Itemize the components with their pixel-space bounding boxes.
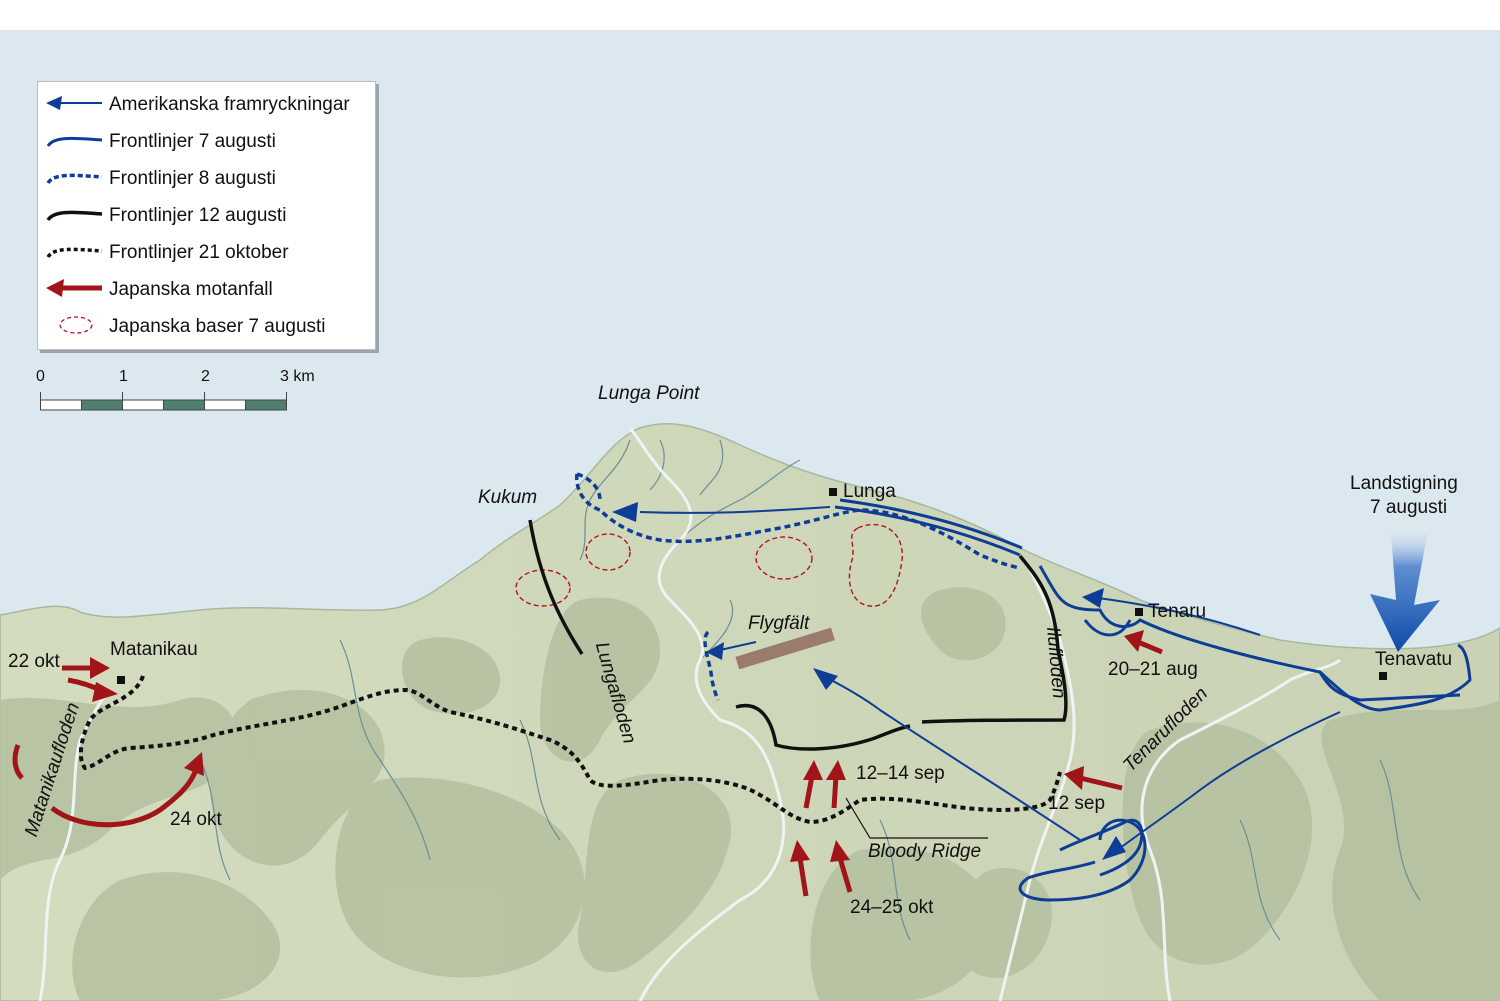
event-label-24-25-okt: 24–25 okt <box>850 897 934 918</box>
legend-item-frontline-7-aug: Frontlinjer 7 augusti <box>38 122 375 159</box>
event-label-12-14-sep: 12–14 sep <box>856 763 945 784</box>
american-advance-arrowhead <box>706 642 724 660</box>
place-label-matanikau: Matanikau <box>110 639 198 660</box>
hill-shading <box>0 587 1500 1001</box>
legend-red-arrow-icon <box>46 279 102 297</box>
base-marker <box>585 533 631 571</box>
japanese-attack-arrowhead <box>90 657 110 679</box>
japanese-attack-arrowhead <box>803 760 823 780</box>
japanese-attack-arrowhead <box>826 760 846 780</box>
place-label-airfield: Flygfält <box>748 613 810 634</box>
legend-item-japanese-counterattacks: Japanska motanfall <box>38 270 375 307</box>
legend-label: Frontlinjer 21 oktober <box>109 242 289 263</box>
legend-label: Frontlinjer 8 augusti <box>109 168 276 189</box>
event-label-20-21-aug: 20–21 aug <box>1108 659 1198 680</box>
japanese-attack-arrow <box>12 744 24 780</box>
legend-label: Frontlinjer 7 augusti <box>109 131 276 152</box>
settlement-marker-tenaru <box>1135 608 1143 616</box>
legend-item-frontline-12-aug: Frontlinjer 12 augusti <box>38 196 375 233</box>
settlement-marker-matanikau <box>117 676 125 684</box>
japanese-attack-arrow <box>803 775 815 809</box>
japanese-attack-arrowhead <box>830 840 850 862</box>
japanese-attack-arrow <box>50 769 199 828</box>
legend-blue-dotted-line-icon <box>46 173 103 185</box>
legend-blue-solid-line-icon <box>46 136 103 147</box>
settlement-marker-tenavatu <box>1379 672 1387 680</box>
legend-item-frontline-8-aug: Frontlinjer 8 augusti <box>38 159 375 196</box>
frontline-21-october <box>78 675 1062 825</box>
legend-blue-arrow-icon <box>46 96 102 110</box>
frontline-7-august <box>834 498 1472 902</box>
american-advance-arrow <box>1097 597 1261 636</box>
japanese-attack-arrowhead <box>1124 630 1144 652</box>
legend-item-japanese-bases: Japanska baser 7 augusti <box>38 307 375 344</box>
legend-item-frontline-21-oct: Frontlinjer 21 oktober <box>38 233 375 270</box>
bloody-ridge-leader <box>845 797 988 839</box>
japanese-attack-arrow <box>831 775 839 809</box>
japanese-attack-arrow <box>1079 775 1123 791</box>
american-advance-arrow <box>719 641 757 651</box>
american-advance-arrow <box>821 674 1081 841</box>
legend-item-american-advances: Amerikanska framryckningar <box>38 85 375 122</box>
place-label-bloody-ridge: Bloody Ridge <box>868 841 982 862</box>
scale-tick-label: 0 <box>36 368 45 385</box>
event-label-22-okt: 22 okt <box>8 651 60 672</box>
american-advances <box>639 506 1341 853</box>
scale-tick-label: 3 km <box>280 368 315 385</box>
frontline-8-august <box>575 472 1021 701</box>
japanese-attack-arrow <box>797 857 809 897</box>
legend-label: Amerikanska framryckningar <box>109 94 350 115</box>
base-marker <box>848 523 903 607</box>
place-label-tenaru: Tenaru <box>1148 601 1207 622</box>
scale-tick-label: 2 <box>201 368 210 385</box>
settlement-marker-lunga <box>829 488 837 496</box>
japanese-attack-arrowhead <box>92 682 118 702</box>
scale-bar-graphic <box>40 392 287 411</box>
american-advance-arrowhead <box>612 502 638 522</box>
japanese-attack-arrowhead <box>184 752 204 776</box>
japanese-attack-arrowhead <box>790 840 810 862</box>
event-label-12-sep: 12 sep <box>1048 793 1106 814</box>
american-advance-arrow <box>639 506 831 514</box>
legend-label: Japanska baser 7 augusti <box>109 316 326 337</box>
legend-red-dashed-ellipse-icon <box>59 316 93 334</box>
american-advance-arrow <box>1114 711 1341 853</box>
place-label-tenavatu: Tenavatu <box>1375 649 1453 670</box>
scale-tick-label: 1 <box>119 368 128 385</box>
legend-black-dotted-line-icon <box>46 247 103 259</box>
legend-label: Frontlinjer 12 augusti <box>109 205 287 226</box>
event-label-landing-line2: 7 augusti <box>1370 497 1448 518</box>
map-legend: Amerikanska framryckningar Frontlinjer 7… <box>37 81 376 350</box>
japanese-attack-arrowhead <box>1064 766 1084 790</box>
base-marker <box>755 536 813 580</box>
american-advance-arrowhead <box>813 668 838 690</box>
legend-label: Japanska motanfall <box>109 279 273 300</box>
japanese-attack-arrow <box>1137 639 1163 655</box>
event-label-landing-line1: Landstigning <box>1350 473 1458 494</box>
scale-bar: 0 1 2 3 km <box>34 368 334 418</box>
frontline-12-august <box>528 519 1068 751</box>
place-label-lunga: Lunga <box>843 481 896 502</box>
landing-arrow <box>1370 520 1440 652</box>
event-label-24-okt: 24 okt <box>170 809 222 830</box>
japanese-attack-arrow <box>837 857 853 893</box>
american-advance-arrowhead <box>1082 588 1104 608</box>
airfield <box>735 627 835 670</box>
place-label-lunga-point: Lunga Point <box>598 383 700 404</box>
place-label-kukum: Kukum <box>478 487 538 508</box>
legend-black-solid-line-icon <box>46 210 103 222</box>
japanese-counterattacks <box>12 639 1163 897</box>
american-advance-arrowhead <box>1102 836 1126 860</box>
